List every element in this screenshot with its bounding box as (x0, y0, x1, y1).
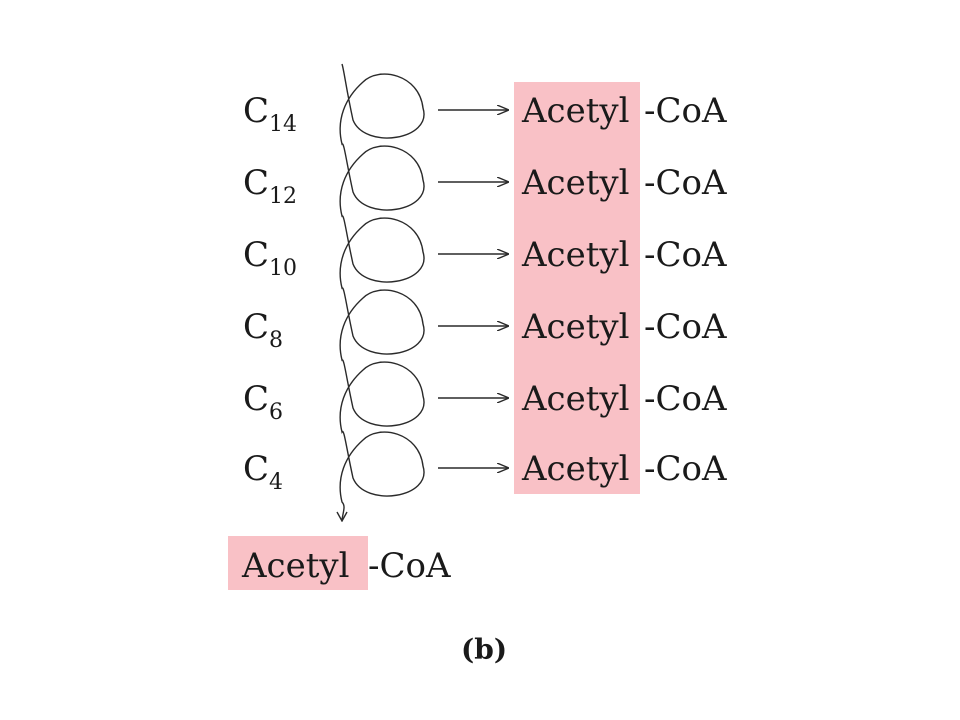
carbon-label: C6 (243, 379, 283, 425)
carbon-label: C10 (243, 235, 297, 281)
product-carrier: -CoA (644, 379, 727, 419)
carbon-base: C (243, 307, 269, 347)
carbon-subscript: 12 (269, 184, 297, 209)
product-carrier: -CoA (644, 235, 727, 275)
product-carrier: -CoA (644, 91, 727, 131)
cleavage-arrows (438, 110, 508, 468)
product-carrier: -CoA (644, 163, 727, 203)
products-highlight-column (514, 82, 640, 494)
carbon-subscript: 8 (269, 328, 283, 353)
panel-label: (b) (461, 633, 507, 666)
product-acyl: Acetyl (521, 91, 629, 131)
carbon-label: C8 (243, 307, 283, 353)
carbon-base: C (243, 163, 269, 203)
carbon-label: C4 (243, 449, 283, 495)
final-product-highlight (228, 536, 368, 590)
product-carrier: -CoA (644, 307, 727, 347)
carbon-base: C (243, 91, 269, 131)
carbon-label: C14 (243, 91, 297, 137)
final-product-acyl: Acetyl (241, 546, 349, 586)
carbon-subscript: 10 (269, 256, 297, 281)
product-acyl: Acetyl (521, 235, 629, 275)
carbon-base: C (243, 235, 269, 275)
carbon-base: C (243, 449, 269, 489)
product-acyl: Acetyl (521, 379, 629, 419)
final-product-carrier: -CoA (368, 546, 451, 586)
spiral-path (340, 63, 425, 520)
product-acyl: Acetyl (521, 449, 629, 489)
product-carrier: -CoA (644, 449, 727, 489)
carbon-label: C12 (243, 163, 297, 209)
acetyl-coa-products: Acetyl -CoA Acetyl -CoA Acetyl -CoA Acetyl -CoA… (521, 91, 727, 489)
product-acyl: Acetyl (521, 163, 629, 203)
carbon-subscript: 14 (269, 112, 297, 137)
product-acyl: Acetyl (521, 307, 629, 347)
carbon-subscript: 4 (269, 470, 283, 495)
carbon-subscript: 6 (269, 400, 283, 425)
carbon-base: C (243, 379, 269, 419)
